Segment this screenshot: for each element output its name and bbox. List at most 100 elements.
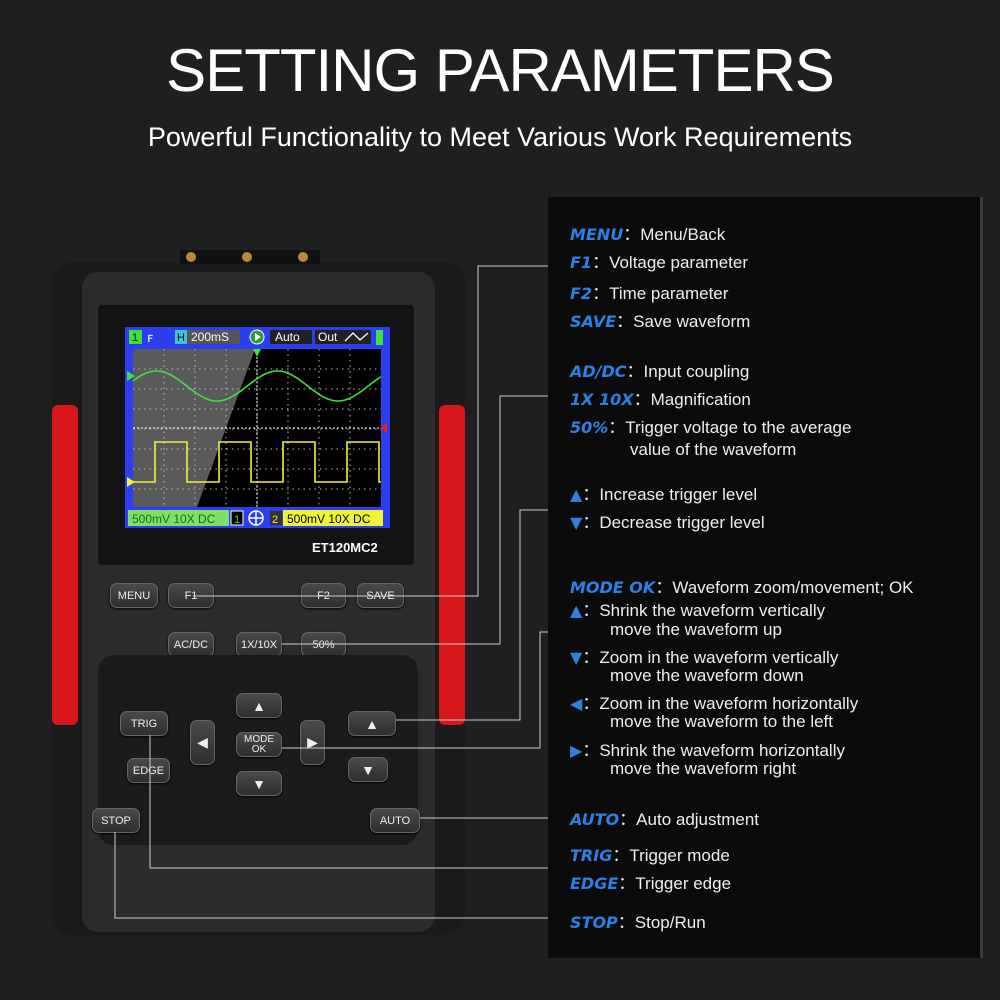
legend-key: ▲ [570, 601, 583, 620]
timebase-badge: H [177, 332, 185, 344]
mode-label: MODE [244, 733, 274, 745]
trigger-edge-icon: ꜰ [147, 330, 153, 345]
legend-item: STOP：Stop/Run [570, 908, 706, 933]
auto-button[interactable]: AUTO [370, 808, 420, 833]
legend-separator: ： [619, 810, 637, 829]
magnification-button[interactable]: 1X/10X [236, 632, 282, 657]
legend-desc-cont: move the waveform to the left [610, 712, 833, 731]
legend-desc: Zoom in the waveform vertically [599, 648, 839, 667]
left-arrow-button[interactable]: ◀ [190, 720, 215, 765]
ok-label: OK [251, 743, 267, 755]
acdc-button[interactable]: AC/DC [168, 632, 214, 657]
legend-desc: Shrink the waveform horizontally [599, 741, 845, 760]
legend-item: SAVE：Save waveform [570, 307, 750, 332]
legend-separator: ： [617, 913, 635, 932]
legend-separator: ： [616, 312, 634, 331]
legend-separator: ： [626, 362, 644, 381]
ch2-badge: 2 [272, 514, 278, 526]
legend-separator: ： [612, 846, 630, 865]
legend-item: ▼：Zoom in the waveform vertically [570, 643, 838, 668]
legend-desc-cont: value of the waveform [630, 440, 797, 459]
legend-desc: Save waveform [633, 312, 751, 331]
model-label: ET120MC2 [312, 540, 378, 555]
legend-key: ◀ [570, 694, 583, 713]
right-grip [439, 405, 465, 725]
legend-item: AUTO：Auto adjustment [570, 805, 759, 830]
legend-key: TRIG [570, 846, 613, 865]
legend-item: 1X 10X：Magnification [570, 385, 751, 410]
legend-key: ▲ [570, 485, 583, 504]
save-button[interactable]: SAVE [357, 583, 404, 608]
legend-key: 50% [570, 418, 609, 437]
oscilloscope-screen: 1 ꜰ H 200mS Auto Out 500mV 10X DC 1 2 50… [125, 327, 390, 528]
trigger-down-button[interactable]: ▼ [348, 757, 388, 782]
f1-button[interactable]: F1 [168, 583, 214, 608]
legend-desc-cont: move the waveform down [610, 666, 804, 685]
legend-desc: Magnification [650, 390, 751, 409]
legend-item: ▲：Increase trigger level [570, 480, 757, 505]
down-arrow-button[interactable]: ▼ [236, 771, 282, 796]
legend-desc-cont: move the waveform right [610, 759, 797, 778]
legend-key: ▶ [570, 741, 583, 760]
legend-separator: ： [582, 694, 600, 713]
legend-separator: ： [608, 418, 626, 437]
legend-item: 50%：Trigger voltage to the average [570, 413, 851, 438]
legend-key: AD/DC [570, 362, 627, 381]
edge-button[interactable]: EDGE [127, 758, 170, 783]
legend-item: TRIG：Trigger mode [570, 841, 730, 866]
stop-button[interactable]: STOP [92, 808, 140, 833]
legend-key: SAVE [570, 312, 617, 331]
legend-item: MODE OK：Waveform zoom/movement; OK [570, 573, 914, 598]
legend-desc: Shrink the waveform vertically [599, 601, 826, 620]
legend-desc: Input coupling [643, 362, 750, 381]
menu-button[interactable]: MENU [110, 583, 158, 608]
legend-separator: ： [582, 601, 600, 620]
legend-key: F1 [570, 253, 593, 272]
legend-desc: Auto adjustment [636, 810, 760, 829]
page-title: SETTING PARAMETERS [166, 37, 835, 104]
legend-key: F2 [570, 284, 593, 303]
legend-desc: Time parameter [609, 284, 729, 303]
ch1-indicator: 1 [234, 514, 240, 526]
legend-item: MENU：Menu/Back [570, 220, 725, 245]
legend-desc-cont: move the waveform up [610, 620, 782, 639]
legend-key: STOP [570, 913, 618, 932]
legend-item: F2：Time parameter [570, 279, 728, 304]
legend-item: ▲：Shrink the waveform vertically [570, 596, 825, 621]
output-label: Out [318, 330, 338, 344]
probe-connectors [180, 250, 320, 264]
legend-separator: ： [592, 284, 610, 303]
left-grip [52, 405, 78, 725]
legend-separator: ： [582, 741, 600, 760]
legend-desc: Zoom in the waveform horizontally [599, 694, 859, 713]
legend-item: F1：Voltage parameter [570, 248, 748, 273]
legend-separator: ： [633, 390, 651, 409]
legend-desc: Trigger voltage to the average [625, 418, 852, 437]
legend-panel [548, 197, 983, 958]
trigger-up-button[interactable]: ▲ [348, 711, 396, 736]
f2-button[interactable]: F2 [301, 583, 346, 608]
timebase-value: 200mS [191, 330, 229, 344]
legend-key: AUTO [570, 810, 620, 829]
trigger-mode: Auto [275, 330, 300, 344]
legend-separator: ： [582, 648, 600, 667]
trig-button[interactable]: TRIG [120, 711, 168, 736]
legend-desc: Stop/Run [634, 913, 706, 932]
fifty-percent-button[interactable]: 50% [301, 632, 346, 657]
legend-item: AD/DC：Input coupling [570, 357, 749, 382]
legend-desc: Menu/Back [640, 225, 726, 244]
battery-icon [376, 330, 383, 345]
legend-key: ▼ [570, 648, 583, 667]
legend-key: EDGE [570, 874, 619, 893]
legend-separator: ： [655, 578, 673, 597]
legend-item: ▼：Decrease trigger level [570, 508, 765, 533]
legend-separator: ： [618, 874, 636, 893]
legend-desc: Decrease trigger level [599, 513, 765, 532]
right-arrow-button[interactable]: ▶ [300, 720, 325, 765]
up-arrow-button[interactable]: ▲ [236, 693, 282, 718]
legend-separator: ： [592, 253, 610, 272]
legend-desc: Waveform zoom/movement; OK [672, 578, 914, 597]
legend-key: 1X 10X [570, 390, 634, 409]
legend-item: EDGE：Trigger edge [570, 869, 731, 894]
